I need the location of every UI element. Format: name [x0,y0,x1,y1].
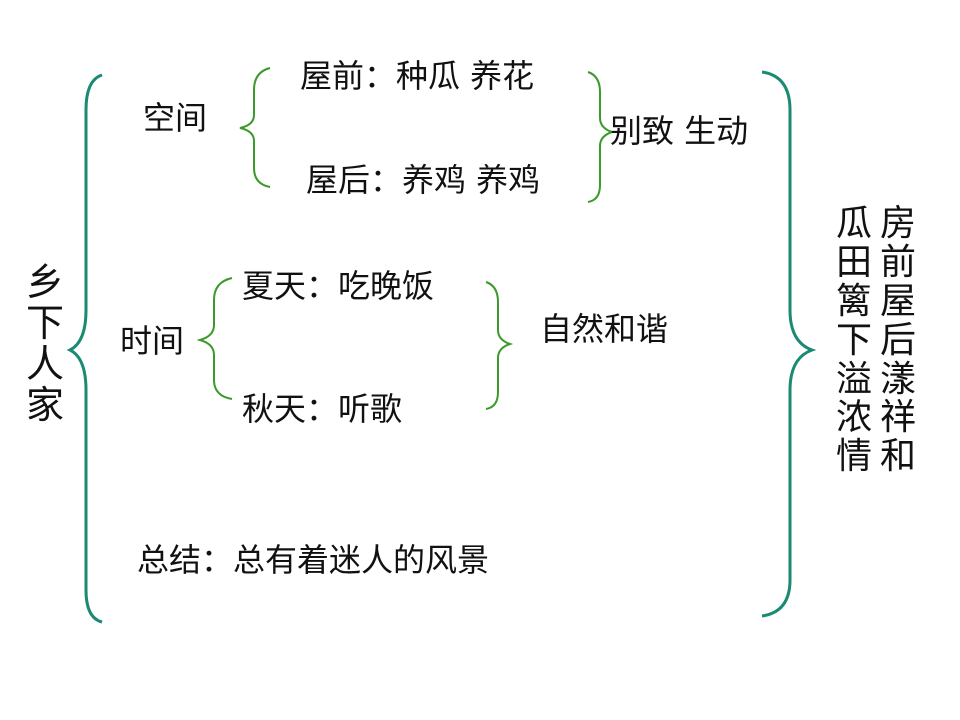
main-right-brace [761,70,817,618]
space-front-item: 屋前：种瓜 养花 [300,57,535,95]
time-right-brace [485,281,514,410]
right-column-1: 瓜田篱下溢浓情 [834,203,874,478]
time-summer-item: 夏天：吃晚饭 [242,267,435,305]
time-left-brace [196,277,233,400]
space-summary: 别致 生动 [610,112,749,150]
space-left-brace [239,67,271,188]
main-title: 乡下人家 [25,260,65,428]
right-column-2-text: 房前屋后漾祥和 [879,203,916,478]
time-summary: 自然和谐 [540,310,669,348]
conclusion: 总结：总有着迷人的风景 [137,541,490,579]
time-label: 时间 [120,322,185,360]
right-column-1-text: 瓜田篱下溢浓情 [835,203,872,478]
time-autumn-item: 秋天：听歌 [242,390,403,428]
main-title-text: 乡下人家 [25,260,64,428]
space-back-item: 屋后：养鸡 养鸡 [306,161,541,199]
right-column-2: 房前屋后漾祥和 [878,203,918,478]
space-label: 空间 [143,99,208,137]
main-left-brace [66,73,103,624]
space-right-brace [587,71,616,203]
